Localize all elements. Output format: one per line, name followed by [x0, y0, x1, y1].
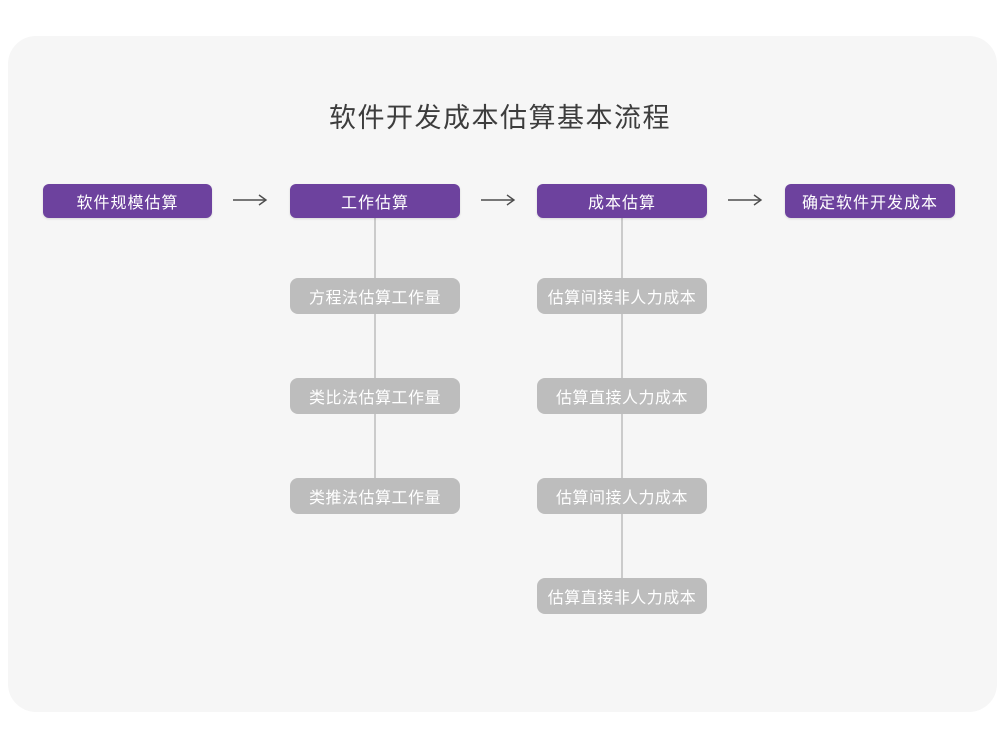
- arrow-right-icon: [727, 193, 765, 207]
- diagram-card: [8, 36, 997, 712]
- cost-item-indirect-labor: 估算间接人力成本: [537, 478, 707, 514]
- connector-line-work-estimation: [374, 218, 376, 498]
- work-method-equation: 方程法估算工作量: [290, 278, 460, 314]
- flow-step-cost-estimation: 成本估算: [537, 184, 707, 218]
- work-method-analogy: 类比法估算工作量: [290, 378, 460, 414]
- cost-item-direct-non-labor: 估算直接非人力成本: [537, 578, 707, 614]
- flow-step-work-estimation: 工作估算: [290, 184, 460, 218]
- diagram-title: 软件开发成本估算基本流程: [329, 103, 671, 133]
- flow-step-software-scale-estimation: 软件规模估算: [43, 184, 212, 218]
- cost-item-direct-labor: 估算直接人力成本: [537, 378, 707, 414]
- arrow-right-icon: [232, 193, 270, 207]
- arrow-right-icon: [480, 193, 518, 207]
- flow-step-determine-development-cost: 确定软件开发成本: [785, 184, 955, 218]
- cost-item-indirect-non-labor: 估算间接非人力成本: [537, 278, 707, 314]
- work-method-extrapolation: 类推法估算工作量: [290, 478, 460, 514]
